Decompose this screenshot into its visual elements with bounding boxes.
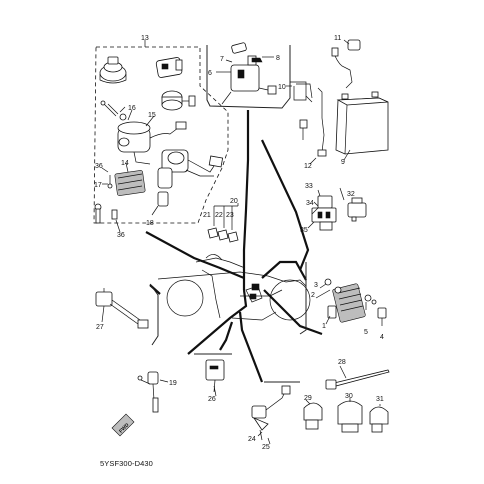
regulator-small-icon	[114, 170, 146, 196]
key-icon	[100, 100, 127, 121]
starter-relay-frame	[206, 45, 291, 109]
flasher-relay-icon	[205, 359, 225, 393]
fwd-stamp: FWD	[111, 413, 135, 437]
callout-17: 17	[94, 182, 102, 189]
callout-23: 23	[226, 212, 234, 219]
callout-19: 19	[169, 380, 177, 387]
callout-7: 7	[220, 56, 224, 63]
sensor-set-icon	[207, 203, 239, 243]
lead-icon	[137, 371, 159, 413]
callout-13: 13	[141, 35, 149, 42]
relay-icon	[347, 197, 367, 222]
callout-21: 21	[203, 212, 211, 219]
callout-31: 31	[376, 396, 384, 403]
sensor-icon	[331, 39, 361, 89]
leader-lines	[101, 39, 383, 445]
callout-22: 22	[215, 212, 223, 219]
callout-16: 16	[128, 105, 136, 112]
callout-3: 3	[314, 282, 318, 289]
callout-28: 28	[338, 359, 346, 366]
callout-30: 30	[345, 393, 353, 400]
main-switch-group	[93, 40, 229, 224]
callout-20: 20	[230, 198, 238, 205]
callout-9: 9	[341, 159, 345, 166]
callout-8: 8	[276, 55, 280, 62]
battery-icon	[335, 91, 389, 155]
callout-25: 25	[262, 444, 270, 451]
callout-32: 32	[347, 191, 355, 198]
main-switch-group-outline	[93, 46, 229, 224]
callout-12: 12	[304, 163, 312, 170]
callout-1: 1	[322, 323, 326, 330]
callout-29: 29	[304, 395, 312, 402]
position-sensor-icon	[95, 288, 149, 329]
callout-2: 2	[311, 292, 315, 299]
regulator-frame	[299, 262, 307, 335]
left-frame	[149, 283, 159, 346]
callout-36-lower: 36	[117, 232, 125, 239]
callout-26: 26	[208, 396, 216, 403]
callout-15: 15	[148, 112, 156, 119]
callout-24: 24	[248, 436, 256, 443]
callout-14: 14	[121, 160, 129, 167]
bolt-icon	[94, 175, 118, 224]
callout-35: 35	[300, 227, 308, 234]
callout-27: 27	[96, 324, 104, 331]
callout-33: 33	[305, 183, 313, 190]
regulator-icon	[324, 278, 387, 323]
clamp-icon	[303, 400, 389, 433]
callouts: 1 2 3 4 5 6 7 8 9 10 11 12 13 14 15 16 1…	[94, 35, 384, 451]
speed-sensor-icon	[251, 385, 291, 441]
lock-cylinder-icon	[161, 90, 196, 111]
diagram-code: 5YSF300-D430	[100, 459, 153, 468]
callout-6: 6	[208, 70, 212, 77]
band-icon	[325, 369, 390, 390]
main-switch-icon	[99, 56, 127, 84]
battery-lead-icon	[299, 87, 327, 157]
starter-relay-group	[206, 45, 291, 109]
starter-relay-icon	[221, 42, 277, 105]
ignition-body-icon	[117, 121, 187, 165]
lock-mechanism-icon	[157, 149, 224, 207]
callout-4: 4	[380, 334, 384, 341]
callout-36-upper: 36	[95, 163, 103, 170]
callout-11: 11	[334, 35, 341, 42]
callout-10: 10	[278, 84, 286, 91]
harness-icon	[145, 110, 323, 383]
switch-cover-icon	[155, 57, 183, 78]
callout-18: 18	[146, 220, 154, 227]
callout-5: 5	[364, 329, 368, 336]
battery-band-icon	[290, 81, 313, 101]
callout-34: 34	[306, 200, 314, 207]
motorcycle-frame-icon	[157, 254, 311, 321]
fuse-icon	[311, 195, 337, 231]
